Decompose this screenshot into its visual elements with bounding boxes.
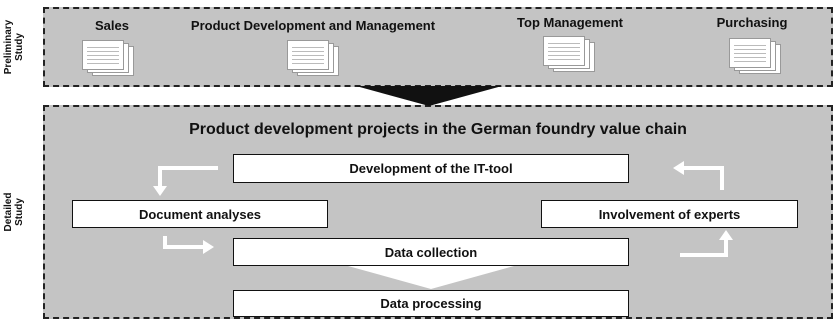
product-development-document-icon bbox=[287, 40, 339, 76]
department-title-top-management: Top Management bbox=[517, 15, 623, 30]
loop-arrow-experts-to-it-icon bbox=[682, 166, 724, 190]
transition-arrow-down-icon bbox=[356, 86, 502, 106]
step-it-tool-label: Development of the IT-tool bbox=[349, 161, 513, 176]
department-title-product-development: Product Development and Management bbox=[190, 18, 436, 33]
top-management-document-icon bbox=[543, 36, 595, 72]
department-title-purchasing: Purchasing bbox=[716, 15, 788, 30]
step-involvement-of-experts: Involvement of experts bbox=[541, 200, 798, 228]
purchasing-document-icon bbox=[729, 38, 781, 74]
step-data-processing: Data processing bbox=[233, 290, 629, 317]
diagram-title: Product development projects in the Germ… bbox=[189, 121, 687, 138]
step-data-collection-label: Data collection bbox=[384, 244, 478, 260]
sales-document-icon bbox=[82, 40, 134, 76]
step-data-collection: Data collection bbox=[233, 238, 629, 266]
step-data-processing-label: Data processing bbox=[380, 296, 482, 311]
step-involvement-of-experts-label: Involvement of experts bbox=[598, 206, 741, 222]
department-title-sales: Sales bbox=[95, 18, 129, 33]
step-document-analyses-label: Document analyses bbox=[138, 206, 262, 222]
preliminary-study-panel bbox=[43, 7, 833, 87]
step-document-analyses: Document analyses bbox=[72, 200, 328, 228]
loop-arrow-document-to-collection-icon bbox=[163, 236, 205, 249]
processing-arrow-down-icon bbox=[348, 266, 514, 289]
step-it-tool: Development of the IT-tool bbox=[233, 154, 629, 183]
loop-arrow-it-to-document-icon bbox=[158, 166, 218, 188]
loop-arrow-collection-to-experts-icon bbox=[680, 238, 728, 257]
